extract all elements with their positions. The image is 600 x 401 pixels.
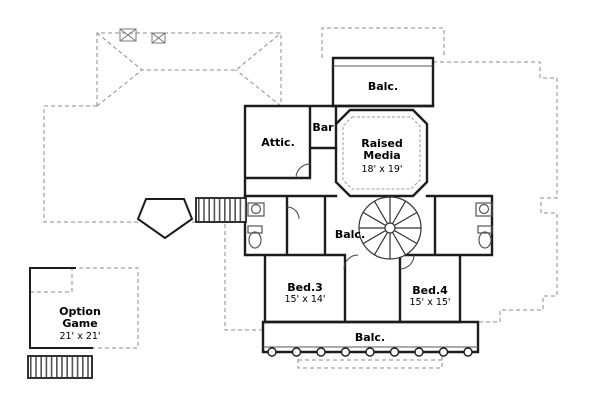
stairs-option-game: [27, 355, 93, 379]
roof-top-left-hips: [96, 32, 282, 107]
spiral-staircase: [358, 196, 422, 260]
door-arc-bed4: [399, 254, 415, 270]
toilet-tank-left: [247, 225, 263, 234]
chimney-details: [119, 28, 166, 44]
toilet-bowl-left: [248, 231, 262, 249]
room-dims-bed4: 15' x 15': [409, 297, 450, 308]
door-arc-bath-left: [286, 206, 300, 220]
spiral-treads: [359, 197, 421, 259]
chimney-box-2: [151, 32, 166, 44]
column-icon: [291, 347, 302, 357]
room-label-bed3: Bed.3: [287, 281, 323, 294]
column-icon: [438, 347, 449, 357]
wall-media-octagon: [334, 108, 429, 198]
room-dims-option: 21' x 21': [59, 331, 100, 342]
roof-balcony-top: [321, 27, 445, 58]
wall-bay-left: [136, 198, 194, 240]
column-icon: [365, 347, 375, 357]
room-label-option-line1: Option: [59, 305, 101, 318]
detail-lines: [263, 65, 478, 348]
toilet-bowl-right: [478, 231, 492, 249]
room-label-balcony-top: Balc.: [368, 80, 398, 93]
sink-counter-left: [247, 202, 265, 217]
wall-option-game: [29, 267, 93, 349]
stairs-upper: [195, 197, 247, 223]
media-tray-ceiling: [342, 116, 421, 190]
column-icon: [340, 347, 351, 357]
column-icon: [316, 347, 326, 357]
roof-right-wing: [433, 61, 558, 323]
room-dims-bed3: 15' x 14': [284, 294, 325, 305]
column-icon: [463, 347, 473, 357]
wall-upper-block: [243, 104, 435, 198]
spiral-center-post: [384, 222, 396, 234]
room-label-attic: Attic.: [261, 136, 295, 149]
column-icon: [414, 347, 424, 357]
chimney-x-2: [151, 32, 166, 44]
sink-counter-right: [475, 202, 493, 217]
room-label-option-line2: Game: [62, 317, 97, 330]
sink-basin-left: [250, 203, 262, 215]
walls: [29, 56, 494, 354]
chimney-x-1: [119, 28, 137, 42]
stairs-option-outline: [27, 355, 93, 379]
room-dims-media: 18' x 19': [361, 164, 402, 175]
porch-columns: [267, 347, 473, 357]
chimney-box-1: [119, 28, 137, 42]
room-labels: Balc. Attic. Bar Raised Media 18' x 19' …: [59, 80, 450, 344]
door-swings: [286, 163, 415, 270]
room-label-bar: Bar: [312, 121, 334, 134]
sink-basin-right: [478, 203, 490, 215]
option-game-inner-line: [30, 268, 73, 293]
room-label-media-line2: Media: [363, 149, 400, 162]
column-icon: [267, 347, 277, 357]
wall-balcony-bottom: [261, 320, 480, 354]
room-label-balcony-bottom: Balc.: [355, 331, 385, 344]
roof-top-left: [96, 32, 282, 106]
door-arc-attic: [295, 163, 311, 179]
wall-mid-block: [243, 194, 494, 324]
bath-fixtures: [247, 202, 493, 249]
roof-outline: [29, 27, 558, 369]
room-label-balcony-mid: Balc.: [335, 228, 365, 241]
room-label-bed4: Bed.4: [412, 284, 448, 297]
door-arc-bed3: [343, 254, 359, 270]
roof-bottom-steps: [297, 352, 443, 369]
toilet-tank-right: [477, 225, 493, 234]
column-icon: [389, 347, 400, 357]
room-label-media-line1: Raised: [361, 137, 403, 150]
